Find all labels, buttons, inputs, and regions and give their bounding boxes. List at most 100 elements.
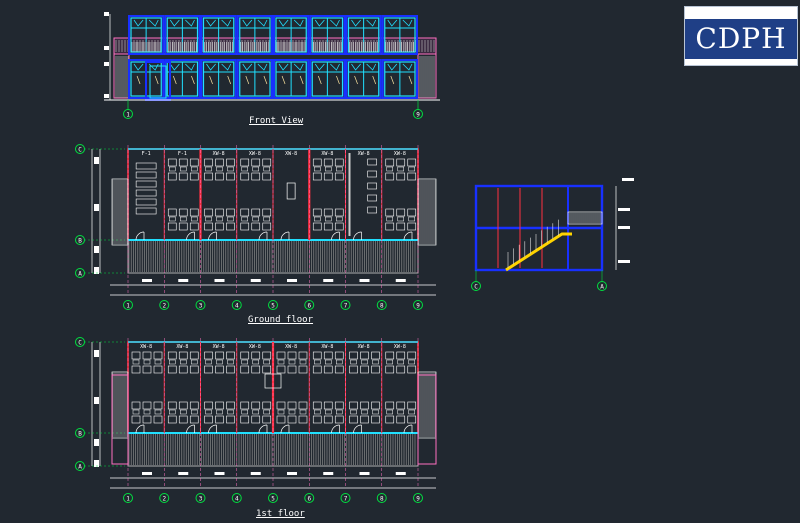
sash-mark xyxy=(351,63,361,71)
desk xyxy=(323,208,333,217)
desk xyxy=(334,158,344,167)
desk xyxy=(287,401,297,410)
chair xyxy=(241,216,248,222)
chair xyxy=(132,359,140,365)
desk xyxy=(215,222,224,231)
desk xyxy=(385,401,395,410)
dim-text-mark xyxy=(395,279,406,282)
desk xyxy=(178,172,188,181)
dim-text-mark xyxy=(94,397,99,404)
window-bay-frame xyxy=(164,59,201,99)
desk xyxy=(334,351,344,360)
room-tag: XW-8 xyxy=(321,344,333,350)
chair xyxy=(386,409,393,415)
dim-text-mark xyxy=(94,350,99,357)
chair xyxy=(180,216,187,222)
dim-text-mark xyxy=(359,472,370,475)
dim-text-mark xyxy=(94,267,99,274)
dim-text-mark xyxy=(250,472,261,475)
sash-mark xyxy=(278,19,289,27)
desk xyxy=(178,365,188,374)
desk xyxy=(312,208,322,217)
desk xyxy=(178,208,188,217)
desk xyxy=(240,351,250,360)
chair xyxy=(205,409,212,415)
desk xyxy=(204,208,213,217)
shelf xyxy=(367,206,377,214)
desk xyxy=(334,222,344,231)
chair xyxy=(277,409,285,415)
plan-axis-1-label: 1 xyxy=(126,496,130,503)
sash-mark xyxy=(242,19,253,27)
desk xyxy=(167,351,177,360)
desk xyxy=(189,208,199,217)
sash-mark xyxy=(330,19,340,27)
desk xyxy=(251,222,261,231)
desk xyxy=(407,415,417,424)
sash-mark xyxy=(387,63,398,71)
section-axis-a-label: A xyxy=(600,284,604,291)
desk xyxy=(251,415,261,424)
room-tag: XW-8 xyxy=(394,151,406,157)
plan-axis-4-circle xyxy=(231,300,242,310)
plan-axis-8-label: 8 xyxy=(380,496,384,503)
desk xyxy=(131,415,141,424)
plan-axis-c-label: C xyxy=(78,340,82,347)
desk xyxy=(240,365,250,374)
desk xyxy=(204,415,213,424)
chair xyxy=(350,359,357,365)
room-tag: XW-8 xyxy=(358,151,370,157)
plan-axis-7-circle xyxy=(340,493,351,503)
sash-mark xyxy=(293,19,304,27)
dim-text-mark xyxy=(214,279,225,282)
dim-text-mark xyxy=(94,439,99,446)
room-tag: F-1 xyxy=(142,151,151,157)
chair xyxy=(277,359,285,365)
dim-text-mark xyxy=(94,246,99,253)
plan-axis-3-label: 3 xyxy=(199,303,203,310)
dim-text-mark xyxy=(618,208,630,211)
window-bay-frame xyxy=(381,15,418,55)
desk xyxy=(226,351,235,360)
desk xyxy=(189,222,199,231)
sash-mark xyxy=(169,19,180,27)
chair xyxy=(180,359,187,365)
window-bay-frame xyxy=(309,59,346,99)
desk xyxy=(371,351,380,360)
dim-text-mark xyxy=(142,279,152,282)
chair xyxy=(299,359,307,365)
dim-text-mark xyxy=(214,472,225,475)
door-swing xyxy=(353,231,362,241)
plan-axis-1-circle xyxy=(123,493,133,503)
sash-mark xyxy=(206,63,216,71)
desk xyxy=(396,365,406,374)
desk xyxy=(349,415,358,424)
desk xyxy=(131,351,141,360)
sash-mark xyxy=(221,19,232,27)
sash-mark xyxy=(148,19,159,27)
glass-sheen xyxy=(299,75,304,85)
plan-axis-b-circle xyxy=(75,428,85,438)
chair xyxy=(361,359,368,365)
chair xyxy=(325,216,332,222)
chair xyxy=(205,166,212,172)
plan-axis-6-label: 6 xyxy=(307,303,311,310)
window-bay-frame xyxy=(345,59,382,99)
front-dim-mark xyxy=(104,12,109,16)
plan-axis-c-circle xyxy=(75,144,85,154)
desk xyxy=(142,401,152,410)
desk xyxy=(312,351,322,360)
room-tag: XW-8 xyxy=(213,344,225,350)
dim-text-mark xyxy=(323,279,334,282)
plan-axis-a-circle xyxy=(75,268,85,278)
desk xyxy=(385,415,395,424)
desk xyxy=(167,365,177,374)
cabinet xyxy=(286,182,296,200)
desk xyxy=(262,172,272,181)
chair xyxy=(336,409,343,415)
desk xyxy=(323,415,333,424)
chair xyxy=(408,409,415,415)
desk xyxy=(189,415,199,424)
